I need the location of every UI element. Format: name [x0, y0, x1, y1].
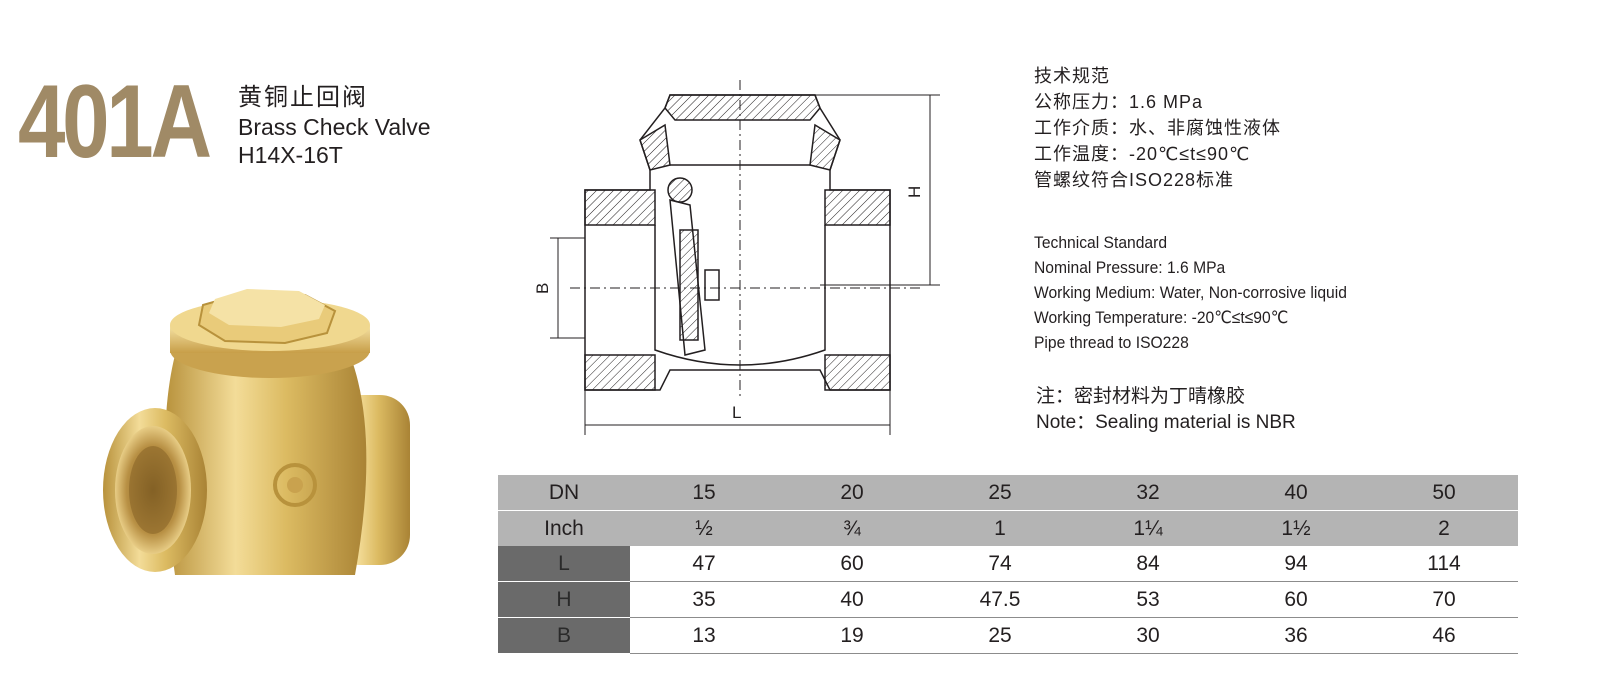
spec-cn-line: 管螺纹符合ISO228标准	[1034, 170, 1235, 190]
table-cell: 30	[1074, 617, 1222, 654]
table-cell: 1¼	[1074, 510, 1222, 546]
spec-en-line: Working Temperature: -20℃≤t≤90℃	[1034, 308, 1289, 327]
table-cell: 1	[926, 510, 1074, 546]
note-cn: 注：密封材料为丁晴橡胶	[1036, 386, 1246, 407]
table-row: DN 15 20 25 32 40 50	[498, 475, 1518, 511]
spec-en-line: Pipe thread to ISO228	[1034, 333, 1189, 352]
table-row: B 13 19 25 30 36 46	[498, 617, 1518, 654]
dimension-table: DN 15 20 25 32 40 50 Inch ½ ¾ 1 1¼ 1½ 2 …	[498, 475, 1518, 654]
table-cell: 70	[1370, 581, 1518, 618]
table-cell: 94	[1222, 546, 1370, 582]
table-row: Inch ½ ¾ 1 1¼ 1½ 2	[498, 510, 1518, 546]
table-cell: 47	[630, 546, 778, 582]
dim-label-l: L	[732, 403, 741, 422]
table-cell: 35	[630, 581, 778, 618]
table-cell: 32	[1074, 475, 1222, 511]
table-cell: 2	[1370, 510, 1518, 546]
table-cell: ½	[630, 510, 778, 546]
table-cell: 40	[778, 581, 926, 618]
spec-cn-line: 公称压力：1.6 MPa	[1034, 92, 1204, 112]
table-cell: 20	[778, 475, 926, 511]
cross-section-drawing: H B L	[533, 80, 940, 435]
table-cell: 36	[1222, 617, 1370, 654]
spec-en-line: Nominal Pressure: 1.6 MPa	[1034, 258, 1226, 277]
spec-cn-line: 工作介质：水、非腐蚀性液体	[1034, 118, 1281, 138]
row-label: B	[498, 617, 630, 654]
table-cell: 60	[1222, 581, 1370, 618]
dim-label-h: H	[905, 186, 924, 198]
spec-en-line: Technical Standard	[1034, 233, 1168, 252]
model-number: 401A	[18, 64, 212, 180]
note-block: 注：密封材料为丁晴橡胶 Note：Sealing material is NBR	[1036, 384, 1296, 436]
table-cell: 19	[778, 617, 926, 654]
dim-label-b: B	[533, 283, 552, 294]
table-cell: 53	[1074, 581, 1222, 618]
product-title-en: Brass Check Valve	[238, 114, 431, 140]
table-cell: 47.5	[926, 581, 1074, 618]
table-cell: 50	[1370, 475, 1518, 511]
table-cell: 25	[926, 617, 1074, 654]
table-cell: 60	[778, 546, 926, 582]
table-cell: 40	[1222, 475, 1370, 511]
specs-cn: 技术规范 公称压力：1.6 MPa 工作介质：水、非腐蚀性液体 工作温度：-20…	[1034, 63, 1281, 193]
table-cell: 114	[1370, 546, 1518, 582]
row-label: L	[498, 546, 630, 582]
table-cell: ¾	[778, 510, 926, 546]
row-label: H	[498, 581, 630, 618]
table-cell: 84	[1074, 546, 1222, 582]
spec-en-line: Working Medium: Water, Non-corrosive liq…	[1034, 283, 1347, 302]
spec-cn-line: 技术规范	[1034, 66, 1110, 86]
table-cell: 25	[926, 475, 1074, 511]
table-cell: 74	[926, 546, 1074, 582]
spec-cn-line: 工作温度：-20℃≤t≤90℃	[1034, 144, 1251, 164]
specs-en: Technical Standard Nominal Pressure: 1.6…	[1034, 230, 1374, 355]
product-title-cn: 黄铜止回阀	[238, 84, 368, 111]
table-row: L 47 60 74 84 94 114	[498, 546, 1518, 582]
table-row: H 35 40 47.5 53 60 70	[498, 581, 1518, 618]
product-code: H14X-16T	[238, 142, 343, 168]
table-cell: 13	[630, 617, 778, 654]
row-label: DN	[498, 475, 630, 511]
table-cell: 1½	[1222, 510, 1370, 546]
note-en: Note：Sealing material is NBR	[1036, 412, 1296, 433]
table-cell: 15	[630, 475, 778, 511]
valve-photo	[103, 289, 410, 575]
table-cell: 46	[1370, 617, 1518, 654]
row-label: Inch	[498, 510, 630, 546]
